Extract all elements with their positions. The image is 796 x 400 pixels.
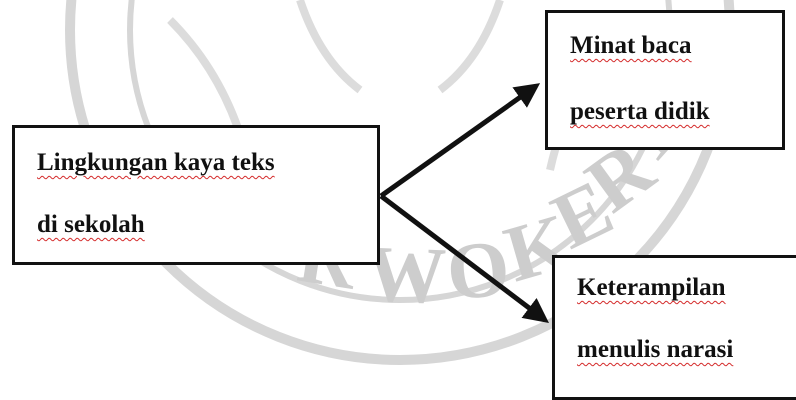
source-node-line-2: di sekolah (37, 211, 145, 238)
arrow-to-keterampilan (379, 194, 549, 324)
source-node-box: Lingkungan kaya teks di sekolah (12, 125, 380, 265)
target-bottom-line-1: Keterampilan (577, 274, 726, 301)
target-top-line-1: Minat baca (570, 32, 692, 59)
target-bottom-line-2: menulis narasi (577, 336, 734, 363)
target-node-minat-baca: Minat baca peserta didik (545, 10, 785, 150)
source-node-line-1: Lingkungan kaya teks (37, 149, 275, 176)
arrow-to-minat-baca (379, 83, 541, 199)
target-node-keterampilan: Keterampilan menulis narasi (552, 255, 796, 400)
target-top-line-2: peserta didik (570, 98, 710, 125)
